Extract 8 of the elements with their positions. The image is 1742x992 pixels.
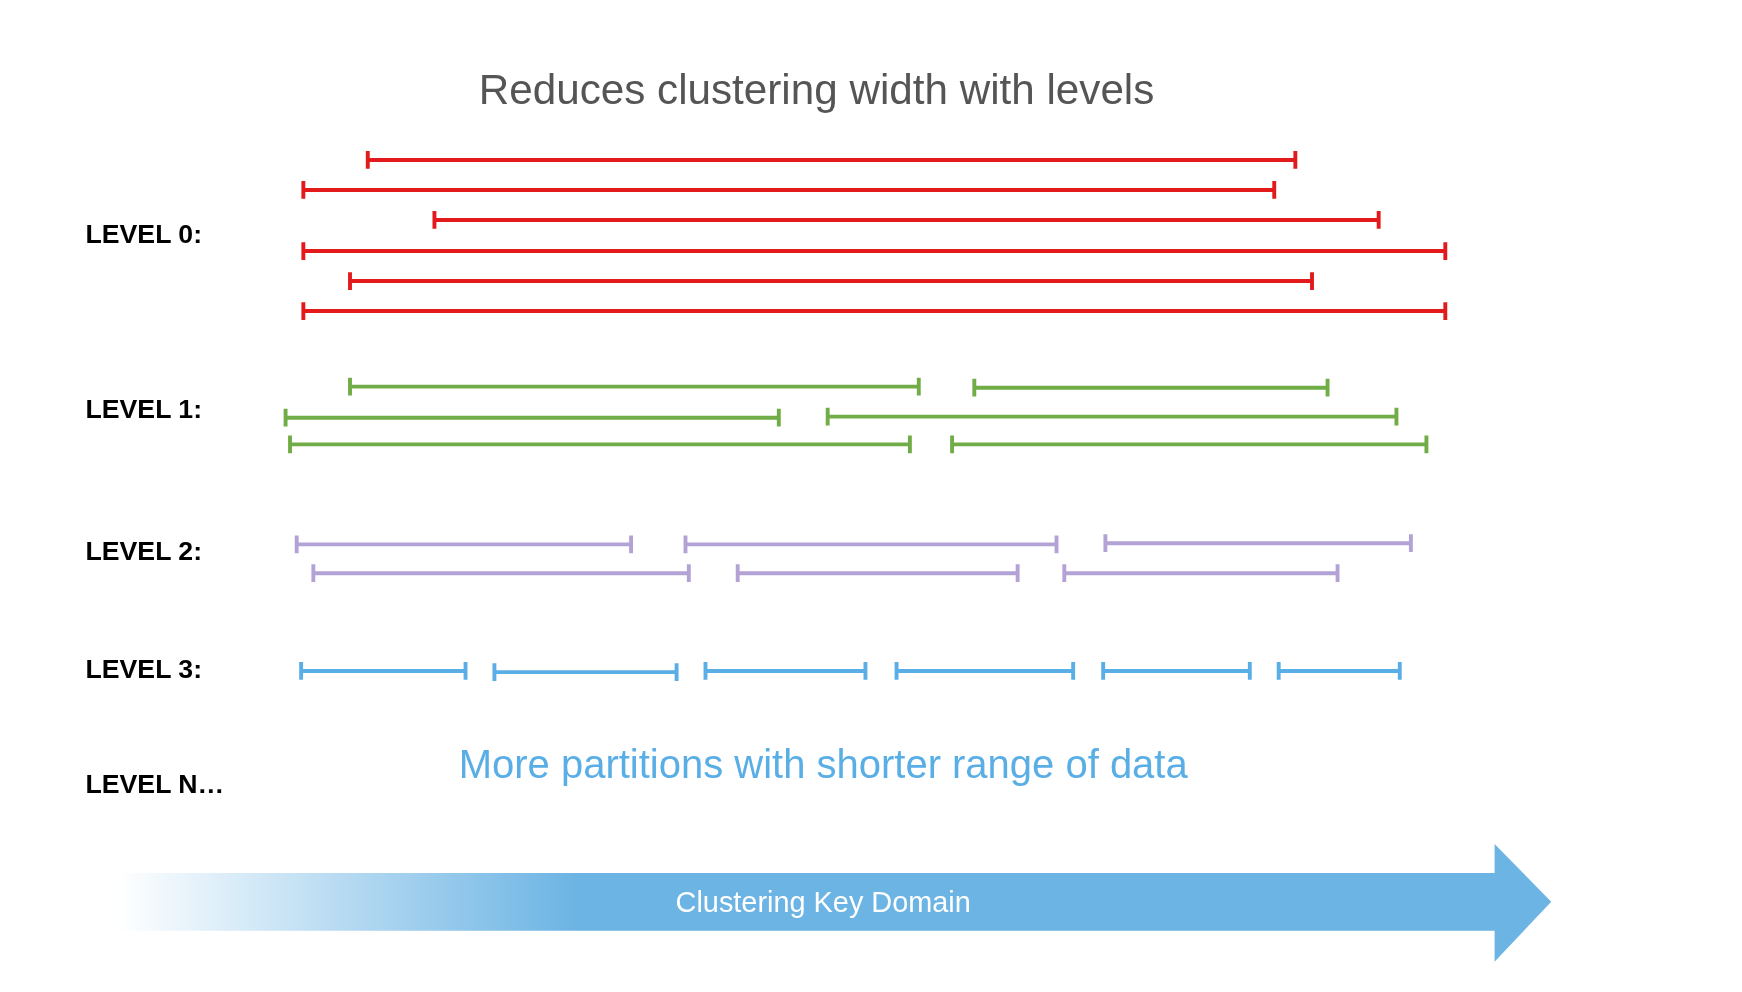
level-label: LEVEL N… — [85, 768, 225, 800]
level-label: LEVEL 0: — [85, 218, 203, 250]
arrow-label: Clustering Key Domain — [675, 885, 971, 919]
annotation-text: More partitions with shorter range of data — [458, 741, 1188, 787]
level-label: LEVEL 2: — [85, 535, 203, 567]
chart-title: Reduces clustering width with levels — [478, 66, 1155, 114]
level-label: LEVEL 3: — [85, 653, 203, 685]
level-label: LEVEL 1: — [85, 393, 203, 425]
